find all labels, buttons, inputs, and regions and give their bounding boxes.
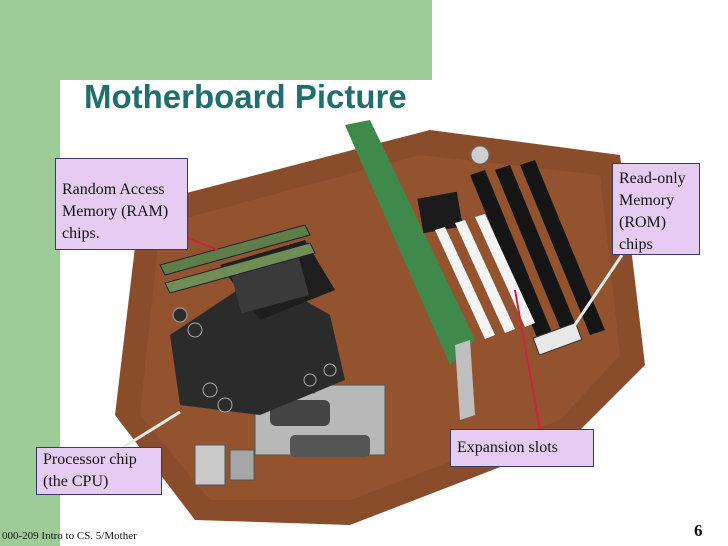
parallel-port — [290, 435, 370, 457]
capacitor — [303, 373, 317, 387]
expansion-card — [345, 120, 475, 365]
ps2-ports — [194, 444, 226, 486]
serial-port — [270, 400, 330, 426]
capacitor — [323, 363, 337, 377]
capacitor — [172, 307, 188, 323]
rom-label-line: (ROM) — [619, 214, 667, 231]
usb-ports — [229, 449, 255, 481]
slide-title: Motherboard Picture — [84, 78, 407, 115]
rom-label-line: Memory — [619, 192, 675, 209]
cpu-label: Processor chip (the CPU) — [36, 447, 162, 495]
ram-stick — [164, 242, 316, 294]
rom-label-line: chips — [619, 236, 653, 253]
capacitor — [202, 382, 218, 398]
content-corner-curve — [60, 80, 140, 160]
page-number: 6 — [694, 521, 703, 540]
isa-slot — [495, 165, 580, 340]
ram-label-line: Memory (RAM) — [62, 203, 169, 220]
cpu-label-line: (the CPU) — [43, 473, 109, 490]
capacitor — [217, 397, 233, 413]
green-header-band — [0, 0, 432, 80]
ram-label: Random Access Memory (RAM) chips. — [55, 158, 188, 250]
expansion-label-line: Expansion slots — [457, 439, 558, 456]
ram-label-line: chips. — [62, 225, 100, 242]
capacitor — [187, 322, 203, 338]
pci-slot — [435, 227, 495, 339]
ram-stick — [159, 224, 311, 276]
rom-label: Read-only Memory (ROM) chips — [612, 163, 700, 255]
slide-footer: 000-209 Intro to CS. 5/Mother — [2, 530, 137, 542]
chipset — [417, 191, 463, 234]
cpu-label-line: Processor chip — [43, 451, 137, 468]
expansion-card-bracket — [455, 340, 475, 420]
rom-label-line: Read-only — [619, 170, 686, 187]
ram-label-line: Random Access — [62, 181, 165, 198]
cmos-battery — [470, 145, 490, 165]
motherboard-picture — [115, 120, 645, 525]
pci-slot — [455, 220, 515, 333]
cpu-slot — [170, 275, 345, 415]
expansion-slots-label: Expansion slots — [450, 429, 594, 467]
